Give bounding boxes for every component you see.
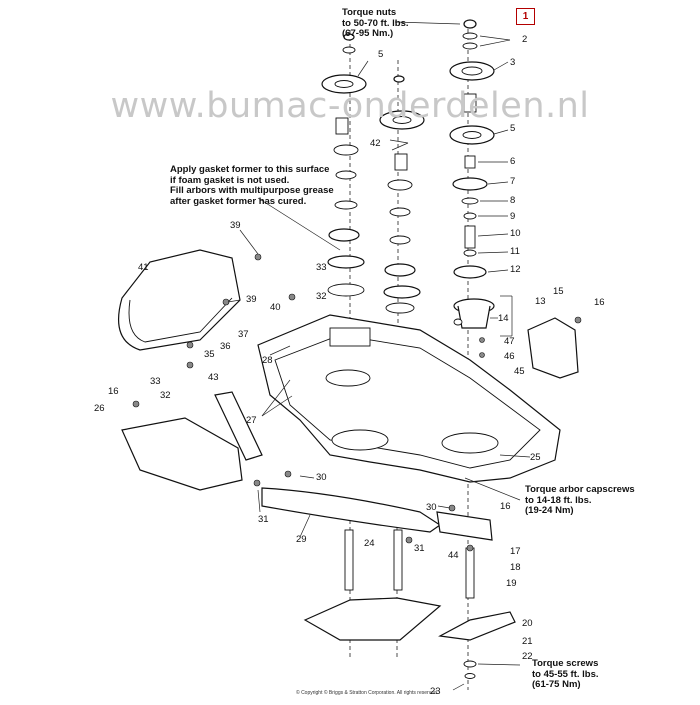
right-arbor-stack (449, 19, 495, 329)
mower-deck (257, 314, 561, 483)
callout-35: 35 (204, 349, 215, 360)
callout-37: 37 (238, 329, 249, 340)
callout-25: 25 (530, 452, 541, 463)
callout-45: 45 (514, 366, 525, 377)
callout-7: 7 (510, 176, 516, 187)
callout-39: 39 (246, 294, 257, 305)
left-belt-cover (121, 417, 243, 491)
callout-36: 36 (220, 341, 231, 352)
page-badge: 1 (516, 8, 535, 25)
callout-44: 44 (448, 550, 459, 561)
callout-24: 24 (364, 538, 375, 549)
note-gasket-former: Apply gasket former to this surface if f… (170, 164, 334, 207)
callout-3: 3 (510, 57, 516, 68)
callout-43: 43 (208, 372, 219, 383)
callout-42: 42 (370, 138, 381, 149)
callout-28: 28 (262, 355, 273, 366)
baffles (214, 391, 493, 541)
callout-30: 30 (316, 472, 327, 483)
callout-33: 33 (150, 376, 161, 387)
callout-18: 18 (510, 562, 521, 573)
callout-8: 8 (510, 195, 516, 206)
copyright-text: © Copyright © Briggs & Stratton Corporat… (296, 690, 437, 696)
callout-12: 12 (510, 264, 521, 275)
callout-10: 10 (510, 228, 521, 239)
callout-33: 33 (316, 262, 327, 273)
callout-14: 14 (498, 313, 509, 324)
callout-20: 20 (522, 618, 533, 629)
callout-11: 11 (510, 246, 520, 257)
discharge-chute (118, 249, 241, 351)
callout-47: 47 (504, 336, 515, 347)
callout-22: 22 (522, 651, 533, 662)
callout-46: 46 (504, 351, 515, 362)
callout-40: 40 (270, 302, 281, 313)
callout-6: 6 (510, 156, 516, 167)
callout-32: 32 (160, 390, 171, 401)
callout-5: 5 (510, 123, 516, 134)
callout-41: 41 (138, 262, 149, 273)
callout-19: 19 (506, 578, 517, 589)
callout-15: 15 (553, 286, 564, 297)
callout-39: 39 (230, 220, 241, 231)
callout-17: 17 (510, 546, 521, 557)
callout-16: 16 (594, 297, 605, 308)
callout-9: 9 (510, 211, 516, 222)
note-torque-screws: Torque screws to 45-55 ft. lbs. (61-75 N… (532, 658, 599, 690)
leader-lines (227, 21, 531, 691)
callout-31: 31 (258, 514, 269, 525)
left-arbor-stack (321, 33, 367, 297)
callout-31: 31 (414, 543, 425, 554)
note-torque-arbor: Torque arbor capscrews to 14-18 ft. lbs.… (525, 484, 635, 516)
callout-26: 26 (94, 403, 105, 414)
callout-32: 32 (316, 291, 327, 302)
callout-23: 23 (430, 686, 441, 697)
callout-13: 13 (535, 296, 546, 307)
callout-21: 21 (522, 636, 533, 647)
callout-30: 30 (426, 502, 437, 513)
middle-arbor-stack (379, 75, 425, 314)
note-torque-nuts: Torque nuts to 50-70 ft. lbs. (67-95 Nm.… (342, 7, 409, 39)
callout-16: 16 (108, 386, 119, 397)
callout-16: 16 (500, 501, 511, 512)
hardware (132, 253, 582, 552)
blades (303, 529, 516, 679)
callout-29: 29 (296, 534, 307, 545)
callout-5: 5 (378, 49, 384, 60)
belt-cover (527, 317, 579, 379)
callout-2: 2 (522, 34, 528, 45)
callout-27: 27 (246, 415, 257, 426)
